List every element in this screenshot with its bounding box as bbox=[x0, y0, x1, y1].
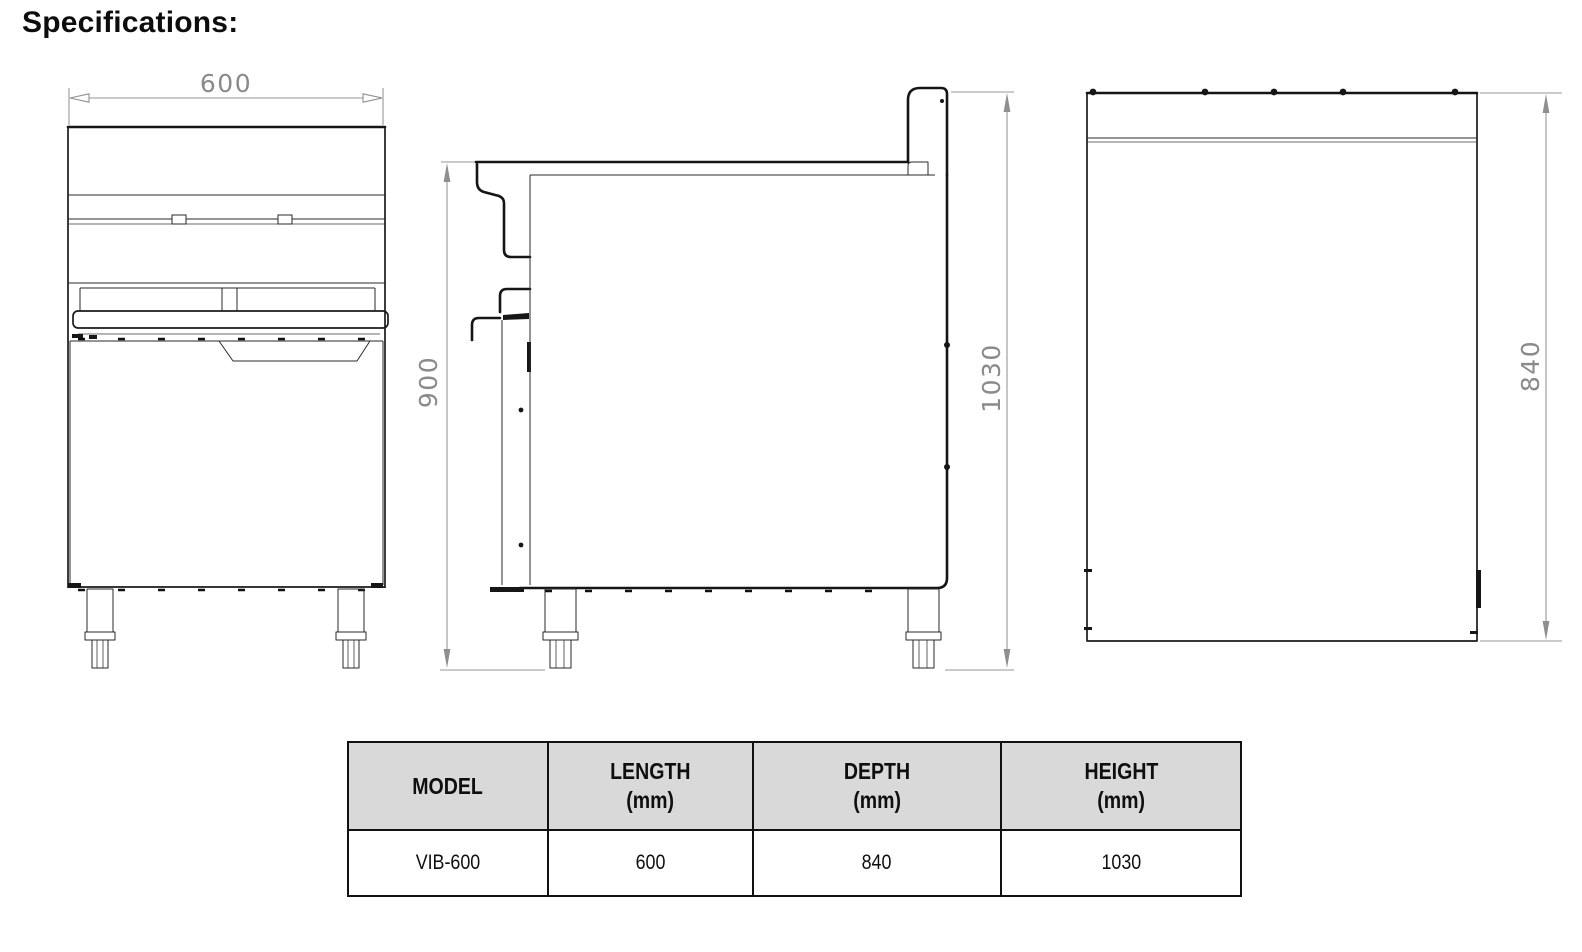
front-body-outline bbox=[66, 125, 389, 669]
front-left-leg bbox=[84, 588, 116, 669]
side-view-drawing: 900 1030 bbox=[414, 86, 1014, 671]
spec-table-data-row: VIB-600 600 840 1030 bbox=[347, 829, 1242, 897]
door-handle-recess bbox=[218, 340, 371, 362]
spec-table: MODEL LENGTH (mm) DEPTH (mm) HEIGHT (mm) bbox=[347, 741, 1242, 897]
front-width-label: 600 bbox=[200, 69, 252, 98]
spec-table-header-row: MODEL LENGTH (mm) DEPTH (mm) HEIGHT (mm) bbox=[347, 741, 1242, 831]
front-width-dimension: 600 bbox=[68, 69, 384, 125]
technical-drawings: 600 bbox=[66, 69, 1562, 671]
header-height: HEIGHT (mm) bbox=[1000, 741, 1242, 831]
side-splashback bbox=[906, 86, 949, 177]
page-title: Specifications: bbox=[22, 6, 239, 39]
plan-handle-bracket bbox=[1476, 570, 1481, 608]
plan-body-outline bbox=[1084, 88, 1481, 642]
cell-depth: 840 bbox=[752, 829, 1002, 897]
front-door-panel bbox=[68, 337, 385, 592]
plan-view-drawing: 840 bbox=[1084, 88, 1562, 642]
side-overall-height-label: 1030 bbox=[977, 343, 1006, 413]
side-back-leg bbox=[905, 588, 942, 669]
plan-depth-label: 840 bbox=[1516, 340, 1545, 392]
front-view-drawing: 600 bbox=[66, 69, 389, 669]
side-worktop-height-label: 900 bbox=[414, 356, 443, 408]
side-overall-height-dimension: 1030 bbox=[945, 91, 1014, 671]
side-body-outline bbox=[470, 86, 950, 669]
cell-length: 600 bbox=[547, 829, 754, 897]
header-length: LENGTH (mm) bbox=[547, 741, 754, 831]
side-front-leg bbox=[542, 588, 579, 669]
front-rail-bar bbox=[72, 310, 389, 329]
side-worktop-height-dimension: 900 bbox=[414, 161, 545, 671]
header-depth: DEPTH (mm) bbox=[752, 741, 1002, 831]
side-front-profile bbox=[470, 162, 532, 592]
front-right-leg bbox=[335, 588, 367, 669]
plan-depth-dimension: 840 bbox=[1480, 92, 1562, 642]
cell-model: VIB-600 bbox=[347, 829, 549, 897]
cell-height: 1030 bbox=[1000, 829, 1242, 897]
header-model: MODEL bbox=[347, 741, 549, 831]
